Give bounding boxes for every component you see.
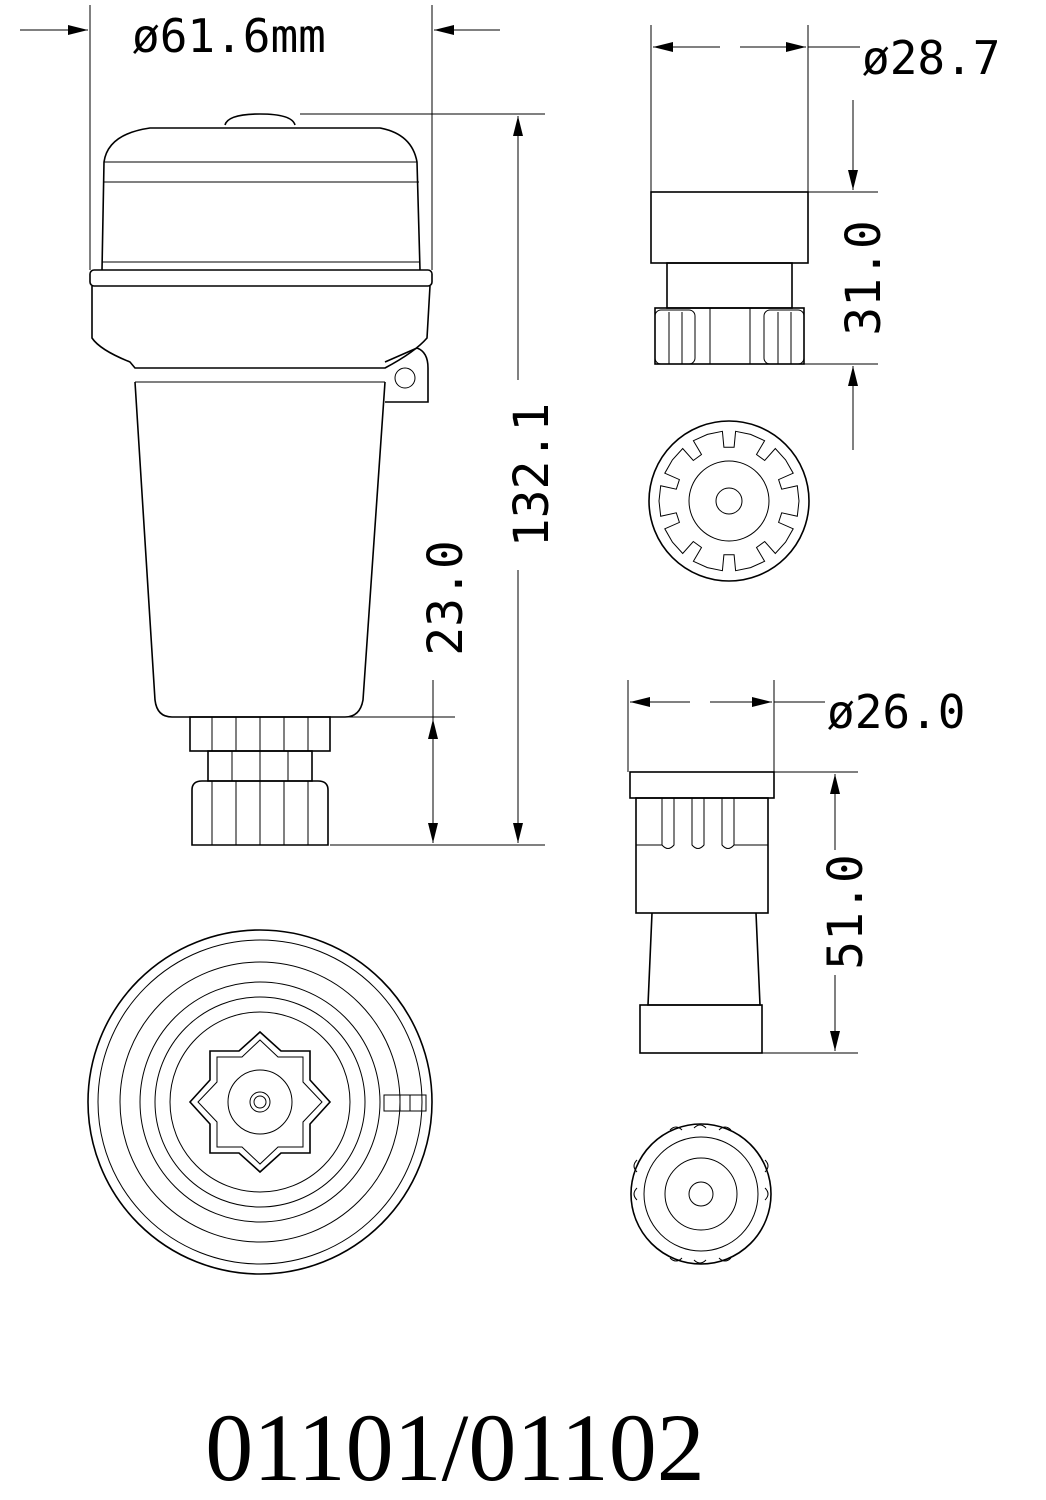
lower-part-height-label: 51.0 (818, 854, 874, 970)
main-height-label: 132.1 (504, 403, 560, 548)
main-diameter-label: ø61.6mm (132, 9, 326, 63)
top-part-diameter-label: ø28.7 (862, 31, 1000, 85)
main-dimension-lines (20, 5, 545, 846)
lower-part-end-view (630, 1123, 772, 1265)
lower-part-diameter-label: ø26.0 (827, 685, 965, 739)
top-part-side-view (650, 191, 809, 365)
top-part-height-label: 31.0 (836, 220, 892, 336)
main-body-side-view (89, 113, 433, 846)
top-part-end-view (648, 420, 810, 582)
model-number: 01101/01102 (205, 1394, 705, 1500)
lower-part-side-view (629, 771, 775, 1054)
top-part-dimension-lines (650, 25, 878, 450)
lower-part-dimension-lines (627, 680, 858, 1054)
main-bottom-height-label: 23.0 (418, 540, 474, 656)
main-body-bottom-view (87, 929, 433, 1275)
